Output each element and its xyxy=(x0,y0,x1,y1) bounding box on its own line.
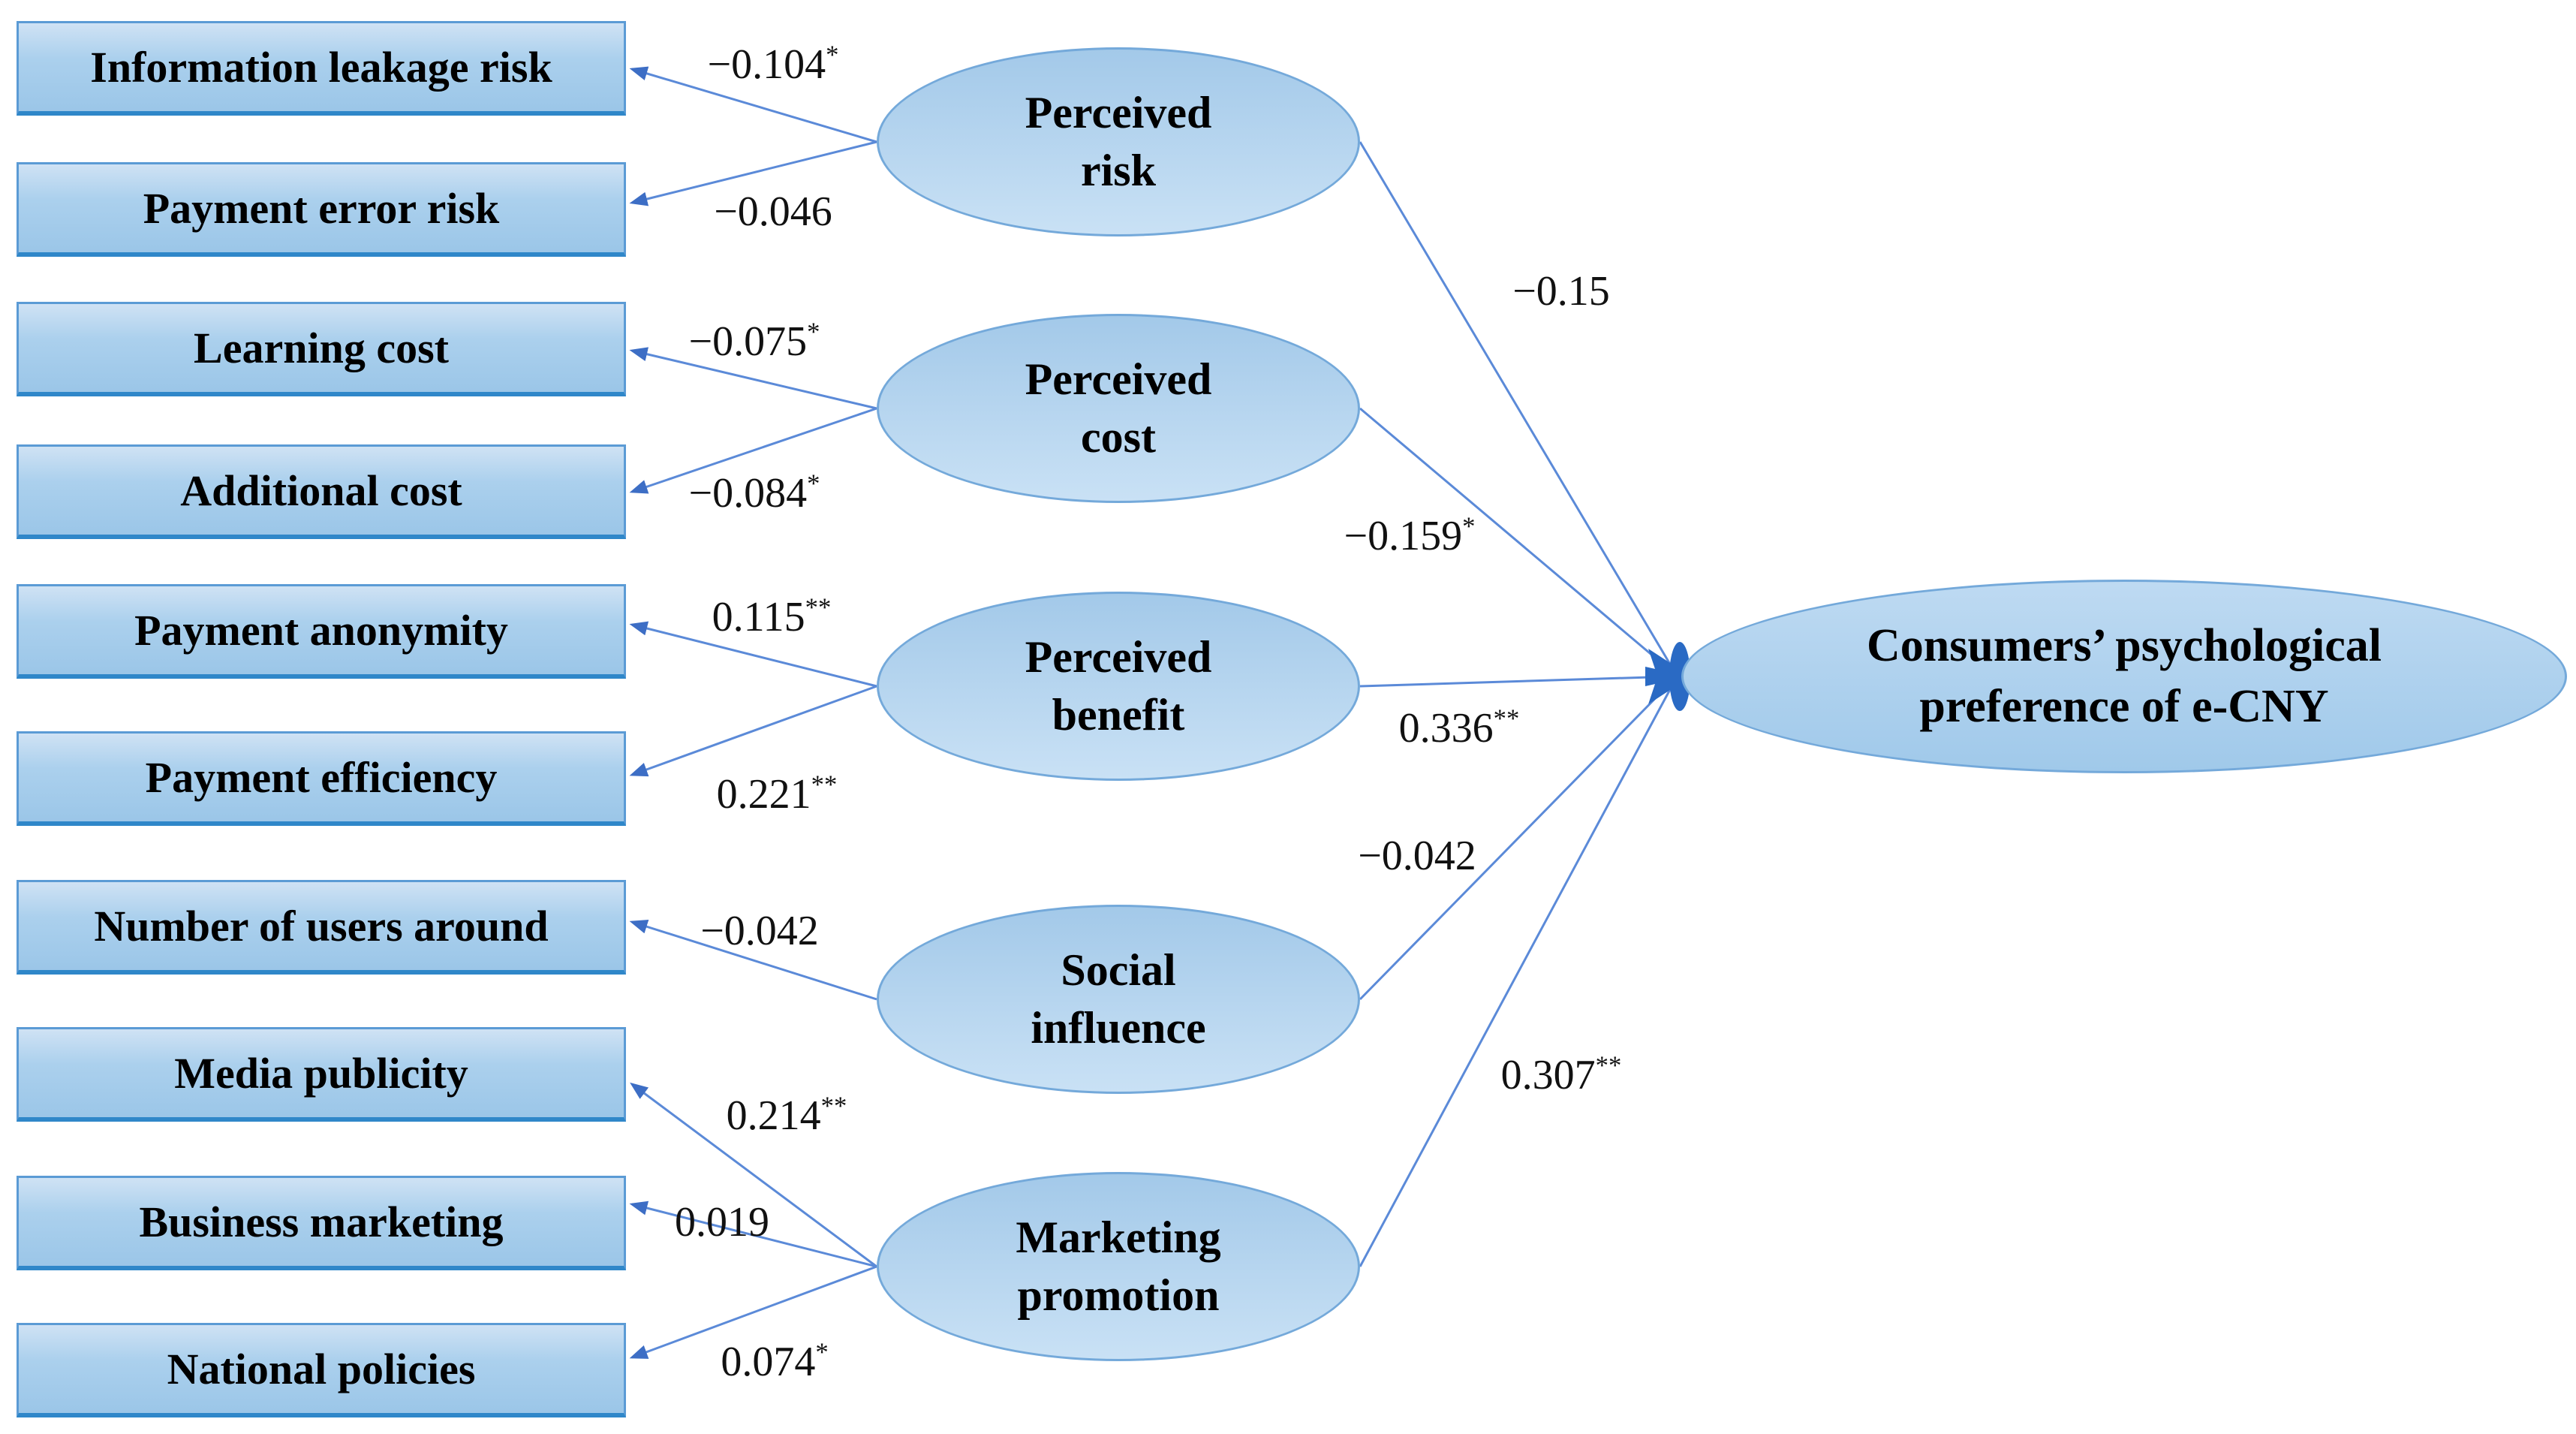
latent-label: Perceived xyxy=(1025,354,1212,405)
loading-arrow-payment-anonymity xyxy=(629,621,877,688)
indicator-label: National policies xyxy=(167,1345,476,1393)
loading-label-learning-cost: −0.075* xyxy=(688,317,820,365)
indicator-payment-error-risk: Payment error risk xyxy=(17,162,626,257)
loading-arrow-media-publicity xyxy=(630,1082,877,1268)
outcome-label: Consumers’ psychological xyxy=(1866,620,2382,672)
effect-path-perceived-benefit xyxy=(1359,675,1675,688)
outcome-consumers-psychological-preference: Consumers’ psychological preference of e… xyxy=(1681,580,2567,773)
indicator-label: Learning cost xyxy=(194,324,449,372)
loading-label-media-publicity: 0.214** xyxy=(726,1091,847,1139)
effect-path-perceived-cost xyxy=(1359,407,1675,675)
effect-label-perceived-risk: −0.15 xyxy=(1512,268,1610,315)
loading-label-national-policies: 0.074* xyxy=(721,1337,829,1385)
latent-perceived-cost: Perceived cost xyxy=(877,314,1360,503)
loading-label-business-marketing: 0.019 xyxy=(675,1199,769,1246)
indicator-label: Information leakage risk xyxy=(90,43,552,92)
effect-path-social-influence xyxy=(1359,678,1675,1001)
latent-label: benefit xyxy=(1052,690,1185,740)
indicator-label: Payment anonymity xyxy=(134,606,508,655)
loading-label-payment-error-risk: −0.046 xyxy=(714,188,832,235)
latent-label: influence xyxy=(1031,1003,1206,1053)
latent-label: risk xyxy=(1080,146,1157,195)
indicator-payment-efficiency: Payment efficiency xyxy=(17,731,626,826)
effect-path-perceived-risk xyxy=(1359,141,1675,671)
indicator-label: Business marketing xyxy=(139,1198,504,1246)
latent-label: cost xyxy=(1081,412,1156,462)
loading-label-additional-cost: −0.084* xyxy=(688,468,820,517)
effect-label-marketing-promotion: 0.307** xyxy=(1500,1050,1622,1098)
indicator-information-leakage-risk: Information leakage risk xyxy=(17,21,626,116)
loading-label-number-of-users-around: −0.042 xyxy=(700,908,819,954)
loading-arrow-national-policies xyxy=(629,1265,877,1359)
latent-label: Marketing xyxy=(1016,1213,1221,1263)
indicator-business-marketing: Business marketing xyxy=(17,1176,626,1270)
latent-label: Social xyxy=(1061,945,1176,996)
loading-arrow-additional-cost xyxy=(629,407,877,494)
loading-label-information-leakage-risk: −0.104* xyxy=(707,40,839,88)
indicator-label: Payment error risk xyxy=(143,184,500,233)
loading-arrow-business-marketing xyxy=(629,1201,877,1268)
loading-arrow-number-of-users-around xyxy=(629,919,877,1001)
indicator-number-of-users-around: Number of users around xyxy=(17,880,626,975)
loading-label-payment-efficiency: 0.221** xyxy=(716,770,838,818)
outcome-label: preference of e-CNY xyxy=(1919,681,2329,732)
loading-arrow-information-leakage-risk xyxy=(629,66,877,143)
latent-perceived-risk: Perceived risk xyxy=(877,47,1360,236)
indicator-learning-cost: Learning cost xyxy=(17,302,626,396)
indicator-additional-cost: Additional cost xyxy=(17,444,626,539)
indicator-label: Additional cost xyxy=(180,466,462,515)
effect-label-perceived-benefit: 0.336** xyxy=(1398,703,1520,752)
latent-marketing-promotion: Marketing promotion xyxy=(877,1172,1360,1361)
effect-path-marketing-promotion xyxy=(1359,682,1675,1267)
indicator-label: Media publicity xyxy=(174,1049,468,1098)
indicator-label: Payment efficiency xyxy=(145,753,498,802)
loading-label-payment-anonymity: 0.115** xyxy=(712,592,832,640)
indicator-media-publicity: Media publicity xyxy=(17,1027,626,1122)
loading-arrow-learning-cost xyxy=(629,347,877,410)
latent-label: Perceived xyxy=(1025,632,1212,682)
effect-label-perceived-cost: −0.159* xyxy=(1344,511,1476,559)
latent-social-influence: Social influence xyxy=(877,905,1360,1094)
indicator-national-policies: National policies xyxy=(17,1323,626,1417)
effect-label-social-influence: −0.042 xyxy=(1358,833,1476,879)
arrowhead-cluster xyxy=(1645,642,1690,711)
loading-arrow-payment-efficiency xyxy=(629,685,877,777)
latent-label: promotion xyxy=(1017,1270,1220,1320)
indicator-label: Number of users around xyxy=(94,902,549,950)
loading-arrow-payment-error-risk xyxy=(629,140,877,206)
latent-label: Perceived xyxy=(1025,88,1212,138)
indicator-payment-anonymity: Payment anonymity xyxy=(17,584,626,679)
latent-perceived-benefit: Perceived benefit xyxy=(877,592,1360,781)
